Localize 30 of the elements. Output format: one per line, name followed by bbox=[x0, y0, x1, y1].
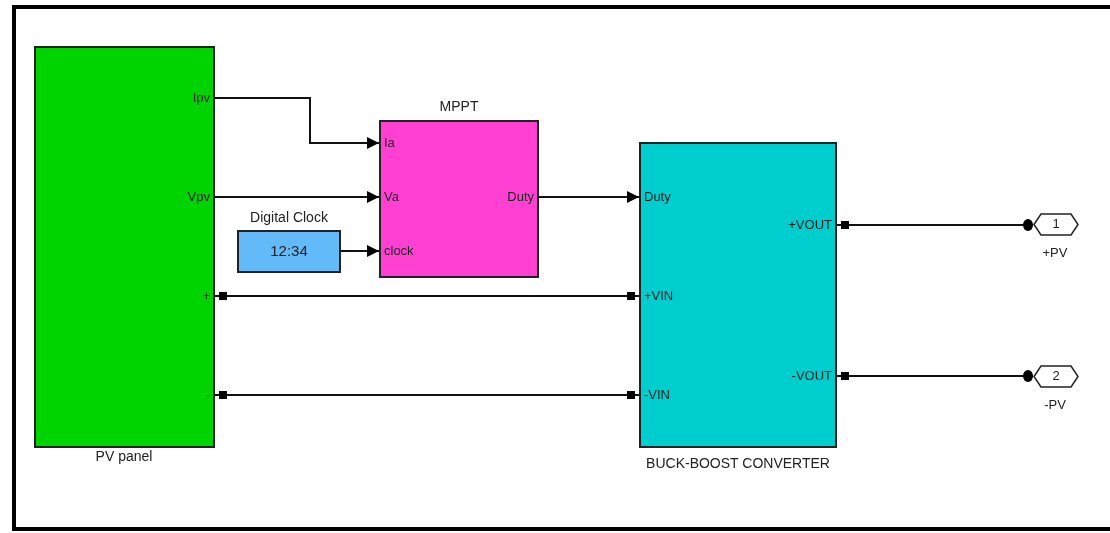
block-name: PV panel bbox=[95, 448, 153, 464]
port-name: +PV bbox=[1042, 245, 1068, 261]
block-name: Digital Clock bbox=[250, 209, 328, 225]
signal-line bbox=[836, 370, 1034, 382]
port-label: + bbox=[202, 288, 210, 304]
port-label: clock bbox=[384, 243, 414, 259]
clock-display: 12:34 bbox=[270, 243, 308, 259]
port-label: Ia bbox=[384, 135, 395, 151]
port-label: Ipv bbox=[192, 90, 210, 106]
port-label: Duty bbox=[507, 189, 534, 205]
signal-line bbox=[538, 191, 640, 203]
port-label: -VIN bbox=[644, 387, 670, 403]
signal-line bbox=[836, 219, 1034, 231]
signal-line bbox=[214, 292, 640, 300]
port-label: +VIN bbox=[644, 288, 674, 304]
port-label: Vpv bbox=[187, 189, 210, 205]
signal-line bbox=[214, 391, 640, 399]
port-label: -VOUT bbox=[791, 368, 832, 384]
signal-line bbox=[214, 191, 380, 203]
signal-line bbox=[340, 245, 380, 257]
port-label: Duty bbox=[644, 189, 671, 205]
port-label: +VOUT bbox=[788, 217, 832, 233]
block-name: BUCK-BOOST CONVERTER bbox=[646, 455, 830, 471]
port-number: 2 bbox=[1052, 368, 1060, 384]
port-name: -PV bbox=[1044, 397, 1066, 413]
port-label: Va bbox=[384, 189, 399, 205]
port-label: - bbox=[205, 387, 210, 403]
port-number: 1 bbox=[1052, 216, 1060, 232]
signal-line bbox=[214, 97, 380, 149]
block-name: MPPT bbox=[439, 98, 479, 114]
